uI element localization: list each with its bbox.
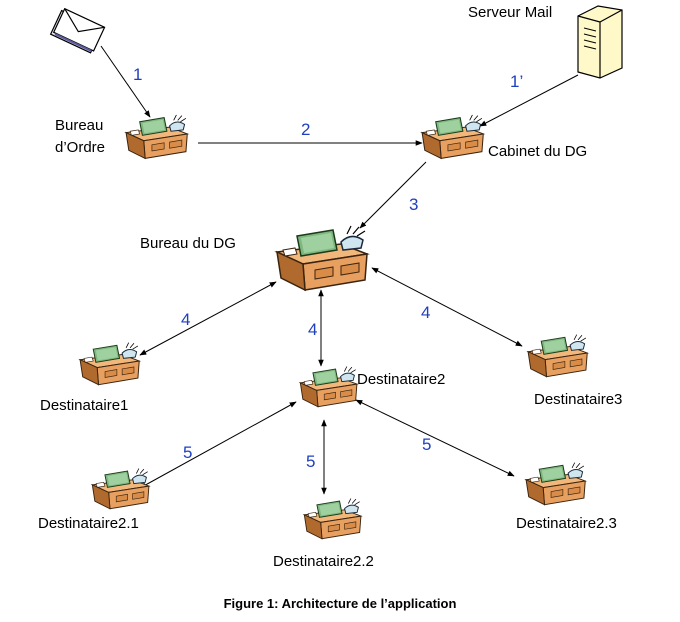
edge-label-5-center: 5	[306, 452, 315, 471]
dest21-desk-icon	[91, 468, 150, 510]
cabinet-dg-desk-icon	[421, 114, 484, 159]
cabinet-dg-label: Cabinet du DG	[488, 143, 587, 160]
edge-dest2-dest23	[355, 399, 515, 477]
dest3-label: Destinataire3	[534, 391, 622, 408]
edge-label-1: 1	[133, 65, 142, 84]
edge-label-4-left: 4	[181, 310, 190, 329]
dest23-desk-icon	[525, 462, 586, 506]
dest22-desk-icon	[303, 498, 362, 540]
dest1-desk-icon	[79, 342, 140, 386]
edge-label-4-center: 4	[308, 320, 317, 339]
edge-label-2: 2	[301, 120, 310, 139]
edge-label-4-right: 4	[421, 303, 430, 322]
edge-cabinet-bureau-dg	[359, 161, 427, 229]
bureau-ordre-label-line1: Bureau	[55, 117, 103, 134]
dest2-label: Destinataire2	[357, 371, 445, 388]
figure-caption: Figure 1: Architecture de l’application	[224, 596, 457, 611]
bureau-ordre-desk-icon	[125, 114, 188, 159]
edge-server-cabinet	[479, 74, 579, 127]
dest21-label: Destinataire2.1	[38, 515, 139, 532]
edge-bureau-dg-dest1	[139, 281, 277, 356]
mail-server-label: Serveur Mail	[468, 4, 552, 21]
edge-label-1-prime: 1’	[510, 72, 523, 91]
server-tower-icon	[577, 5, 623, 79]
bureau-dg-desk-icon	[276, 225, 368, 291]
edge-dest2-dest21	[139, 401, 297, 489]
edge-label-5-right: 5	[422, 435, 431, 454]
dest1-label: Destinataire1	[40, 397, 128, 414]
dest23-label: Destinataire2.3	[516, 515, 617, 532]
envelopes-icon	[49, 7, 106, 54]
bureau-dg-label: Bureau du DG	[140, 235, 236, 252]
edge-label-3: 3	[409, 195, 418, 214]
bureau-ordre-label-line2: d’Ordre	[55, 139, 105, 156]
dest22-label: Destinataire2.2	[273, 553, 374, 570]
edge-envelopes-bureau-ordre	[100, 45, 151, 118]
dest2-desk-icon	[299, 366, 358, 408]
dest3-desk-icon	[527, 334, 588, 378]
edge-bureau-dg-dest3	[371, 267, 523, 347]
edge-label-5-left: 5	[183, 443, 192, 462]
